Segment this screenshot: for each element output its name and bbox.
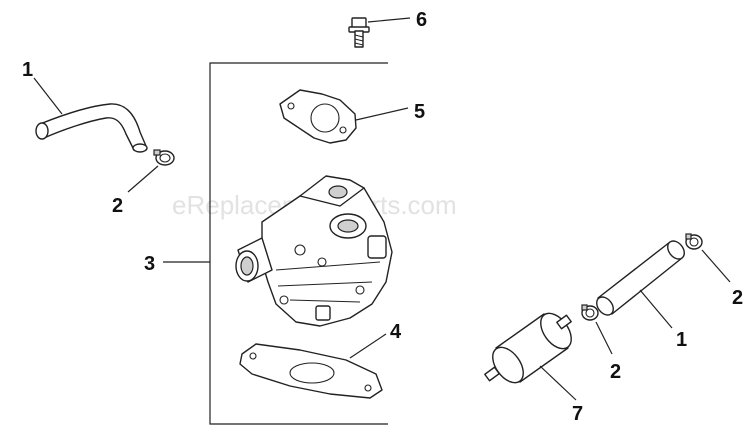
leader-5 bbox=[355, 107, 409, 121]
callout-1-right: 1 bbox=[676, 329, 687, 351]
callout-2-right-lower: 2 bbox=[610, 361, 621, 383]
hose-right-part bbox=[596, 240, 685, 316]
callout-4: 4 bbox=[390, 321, 402, 343]
leader-2-top-left bbox=[127, 165, 159, 193]
callout-7: 7 bbox=[572, 403, 583, 425]
clamp-right-lower-part bbox=[581, 304, 599, 321]
carburetor-part bbox=[235, 175, 393, 327]
hose-top-left-part bbox=[35, 103, 148, 153]
screw-part bbox=[348, 17, 370, 48]
lower-gasket-part bbox=[239, 343, 383, 399]
callout-2-top-left: 2 bbox=[112, 195, 123, 217]
callout-3: 3 bbox=[144, 253, 155, 275]
clamp-top-left-part bbox=[153, 149, 175, 166]
leader-1-right bbox=[639, 289, 673, 329]
callout-1-left: 1 bbox=[22, 59, 33, 81]
leader-2-right-lower bbox=[595, 321, 613, 355]
callout-2-right-upper: 2 bbox=[732, 287, 743, 309]
callout-6: 6 bbox=[416, 9, 427, 31]
leader-2-right-upper bbox=[701, 249, 731, 283]
group-bracket bbox=[209, 62, 388, 425]
leader-1-left bbox=[33, 77, 63, 115]
fuel-filter-part bbox=[484, 312, 572, 384]
callout-5: 5 bbox=[414, 101, 425, 123]
clamp-right-upper-part bbox=[685, 233, 703, 250]
leader-6 bbox=[367, 17, 411, 23]
leader-4 bbox=[349, 333, 387, 359]
leader-7 bbox=[539, 365, 577, 401]
upper-gasket-part bbox=[279, 89, 357, 144]
